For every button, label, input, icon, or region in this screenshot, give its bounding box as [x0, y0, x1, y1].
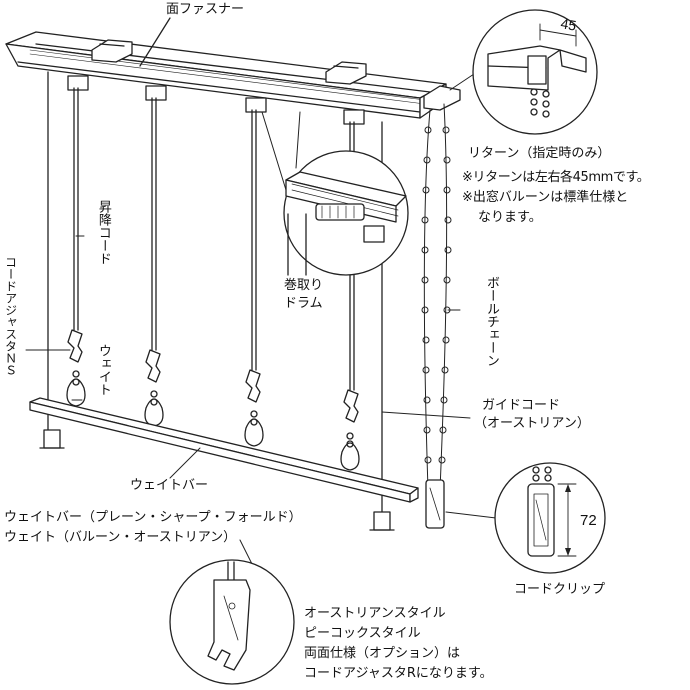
- label-bottom-note4: コードアジャスタRになります。: [304, 666, 493, 681]
- cord-adjuster-r-detail: [169, 559, 295, 685]
- return-dimension: 45: [559, 15, 577, 33]
- label-return-note3: なります。: [478, 210, 542, 225]
- bottom-bracket-right: [369, 511, 395, 531]
- label-weightbar-types: ウェイトバー（プレーン・シャープ・フォールド）: [4, 510, 302, 525]
- label-bottom-note3: 両面仕様（オプション）は: [304, 646, 461, 661]
- label-lift-cord: 昇降コード: [95, 200, 111, 265]
- return-detail: [472, 9, 598, 135]
- winding-drum-detail: [283, 150, 409, 276]
- top-bracket-left: [91, 39, 133, 63]
- label-weight: ウェイト: [95, 344, 111, 396]
- label-cord-adjuster-ns: コードアジャスタＮＳ: [3, 256, 18, 376]
- cord-clip-detail: [494, 462, 606, 574]
- label-winding-drum-1: 巻取り: [284, 278, 324, 293]
- label-cord-clip: コードクリップ: [514, 582, 606, 597]
- weight-unit-3: [244, 369, 264, 447]
- weight-unit-2: [144, 349, 164, 427]
- weight-unit-4: [340, 389, 360, 471]
- label-weight-bar: ウェイトバー: [130, 478, 209, 493]
- clip-dimension: 72: [580, 512, 597, 529]
- label-face-fastener: 面ファスナー: [166, 2, 245, 17]
- weight-unit-1: [66, 329, 86, 407]
- label-weight-types: ウェイト（バルーン・オーストリアン）: [4, 530, 237, 545]
- label-bottom-note2: ピーコックスタイル: [304, 626, 421, 641]
- face-fastener-leader: [139, 17, 171, 67]
- label-winding-drum-2: ドラム: [284, 296, 323, 311]
- top-bracket-right: [325, 61, 367, 85]
- label-bottom-note1: オーストリアンスタイル: [304, 606, 446, 621]
- label-guide-cord-2: （オーストリアン）: [474, 416, 590, 431]
- label-return-note1: ※リターンは左右各45mmです。: [462, 170, 650, 185]
- bottom-bracket-left: [39, 429, 65, 449]
- ball-chain: [421, 103, 452, 529]
- weight-bar: [29, 397, 419, 503]
- label-guide-cord-1: ガイドコード: [482, 398, 561, 413]
- label-return-title: リターン（指定時のみ）: [468, 146, 611, 161]
- label-ball-chain: ボールチェーン: [483, 276, 499, 367]
- leader-lines: [25, 69, 497, 581]
- label-return-note2: ※出窓バルーンは標準仕様と: [462, 190, 629, 205]
